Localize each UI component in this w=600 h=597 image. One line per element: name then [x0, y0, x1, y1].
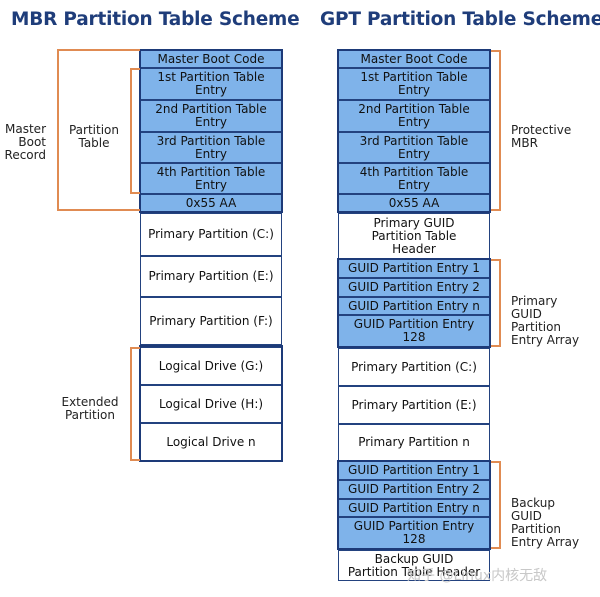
primary-entry-array-bracket [491, 259, 501, 347]
mbr-primary-partition-f: Primary Partition (F:) [140, 297, 282, 345]
mbr-partition-entry-2: 2nd Partition Table Entry [140, 100, 282, 132]
gpt-backup-entry-2: GUID Partition Entry 2 [338, 480, 490, 499]
backup-entry-array-bracket [491, 461, 501, 549]
gpt-backup-entry-n: GUID Partition Entry n [338, 499, 490, 517]
master-boot-record-bracket [57, 49, 140, 211]
gpt-partition-entry-3: 3rd Partition Table Entry [338, 132, 490, 163]
mbr-primary-partition-e: Primary Partition (E:) [140, 256, 282, 297]
gpt-partition-entry-4: 4th Partition Table Entry [338, 163, 490, 194]
gpt-scheme-title: GPT Partition Table Scheme [320, 9, 600, 30]
mbr-logical-drive-h: Logical Drive (H:) [140, 385, 282, 423]
watermark: 知乎 @Linux内核无敌 [407, 568, 548, 584]
gpt-primary-entry-n: GUID Partition Entry n [338, 297, 490, 315]
gpt-primary-entry-128: GUID Partition Entry 128 [338, 315, 490, 347]
gpt-backup-entry-128: GUID Partition Entry 128 [338, 517, 490, 549]
gpt-boot-signature: 0x55 AA [338, 194, 490, 212]
extended-partition-label: Extended Partition [58, 396, 122, 422]
protective-mbr-label: Protective MBR [511, 124, 591, 150]
protective-mbr-bracket [491, 50, 501, 211]
gpt-primary-partition-e: Primary Partition (E:) [338, 386, 490, 424]
gpt-backup-entry-1: GUID Partition Entry 1 [338, 461, 490, 480]
mbr-partition-entry-3: 3rd Partition Table Entry [140, 132, 282, 163]
gpt-primary-partition-n: Primary Partition n [338, 424, 490, 461]
mbr-scheme-title: MBR Partition Table Scheme [11, 9, 300, 30]
partition-table-label: Partition Table [64, 124, 124, 150]
master-boot-record-label: Master Boot Record [2, 123, 46, 162]
mbr-logical-drive-g: Logical Drive (G:) [140, 347, 282, 385]
mbr-partition-entry-1: 1st Partition Table Entry [140, 68, 282, 100]
backup-entry-array-label: Backup GUID Partition Entry Array [511, 497, 591, 549]
gpt-partition-entry-2: 2nd Partition Table Entry [338, 100, 490, 132]
gpt-backup-header: Backup GUID Partition Table Header [338, 550, 490, 581]
mbr-logical-drive-n: Logical Drive n [140, 423, 282, 461]
partition-table-bracket [130, 68, 140, 194]
gpt-primary-entry-1: GUID Partition Entry 1 [338, 259, 490, 278]
gpt-primary-entry-2: GUID Partition Entry 2 [338, 278, 490, 297]
mbr-partition-entry-4: 4th Partition Table Entry [140, 163, 282, 194]
mbr-boot-signature: 0x55 AA [140, 194, 282, 212]
primary-entry-array-label: Primary GUID Partition Entry Array [511, 295, 591, 347]
gpt-primary-header: Primary GUID Partition Table Header [338, 213, 490, 259]
extended-partition-bracket [130, 347, 140, 461]
gpt-master-boot-code: Master Boot Code [338, 50, 490, 68]
mbr-master-boot-code: Master Boot Code [140, 50, 282, 68]
gpt-partition-entry-1: 1st Partition Table Entry [338, 68, 490, 100]
gpt-primary-partition-c: Primary Partition (C:) [338, 348, 490, 386]
mbr-primary-partition-c: Primary Partition (C:) [140, 213, 282, 256]
